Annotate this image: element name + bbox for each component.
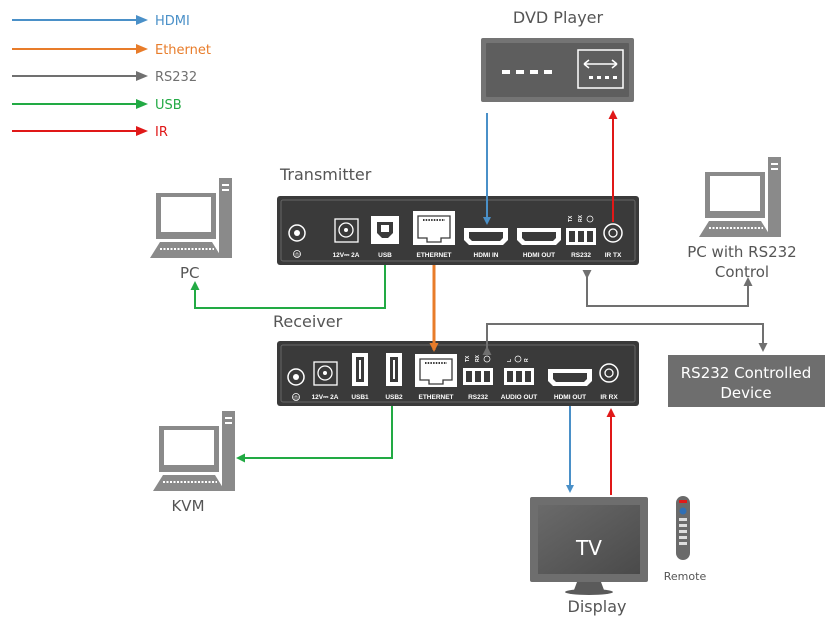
pc-rs232-label-line2: Control <box>715 263 769 281</box>
pc-tower-icon <box>219 178 232 258</box>
pc-tower-icon <box>222 411 235 491</box>
transmitter-panel <box>277 196 639 265</box>
rx-port-label-rs232: RS232 <box>468 394 488 401</box>
dvd-player: DVD Player <box>481 8 634 102</box>
legend-label-hdmi: HDMI <box>155 14 190 29</box>
display-label: Display <box>568 597 627 616</box>
rx-pin-label-r: R <box>524 358 530 362</box>
rx-pin-label-rx: RX <box>475 354 481 362</box>
tx-port-label-power: 12V⎓ 2A <box>333 252 360 259</box>
legend-arrow-icon <box>136 71 148 81</box>
rs232-device-box <box>668 355 825 407</box>
tx-port-label-ir-tx: IR TX <box>605 252 622 259</box>
ground-symbol-icon <box>586 215 594 223</box>
legend-label-ir: IR <box>155 125 168 140</box>
ground-symbol-icon <box>514 355 522 363</box>
tx-port-label-hdmi-in: HDMI IN <box>474 252 499 259</box>
legend-item-hdmi: HDMI <box>12 14 190 29</box>
remote-control-icon <box>676 496 690 560</box>
rx-pin-label-l: L <box>507 359 513 362</box>
usb-cable-tx-to-pc <box>190 265 386 309</box>
rx-pin-label-tx: TX <box>465 355 471 362</box>
pc-label: PC <box>180 264 200 282</box>
tv-screen <box>538 505 640 574</box>
pc-rs232-label-line1: PC with RS232 <box>687 243 796 261</box>
ground-symbol-icon <box>293 250 301 258</box>
pc-tower-icon <box>768 157 781 237</box>
remote: Remote <box>664 496 707 583</box>
ground-symbol-icon <box>483 355 491 363</box>
rx-port-label-ir-rx: IR RX <box>600 394 618 401</box>
power-jack-icon <box>313 361 338 386</box>
ir-tx-jack-icon <box>603 223 623 243</box>
remote-label: Remote <box>664 570 707 583</box>
tv-stand-icon <box>574 582 604 590</box>
tx-pin-label-rx: RX <box>578 214 584 222</box>
rx-port-label-power: 12V⎓ 2A <box>312 394 339 401</box>
ethernet-port-icon <box>413 211 455 245</box>
tx-port-label-ethernet: ETHERNET <box>416 252 451 259</box>
legend-item-usb: USB <box>12 98 182 113</box>
dvd-player-label: DVD Player <box>513 8 604 27</box>
rx-port-label-ethernet: ETHERNET <box>418 394 453 401</box>
rs232-cable-rx-to-device <box>482 323 768 355</box>
tv-display: TV Display <box>530 497 648 616</box>
legend-item-rs232: RS232 <box>12 70 197 85</box>
receiver-label: Receiver <box>273 312 343 331</box>
transmitter-label: Transmitter <box>279 165 372 184</box>
legend: HDMI Ethernet RS232 USB IR <box>12 14 211 140</box>
rx-port-label-usb2: USB2 <box>385 394 403 401</box>
ground-terminal-icon <box>288 224 306 242</box>
legend-label-rs232: RS232 <box>155 70 197 85</box>
transmitter: Transmitter 12V⎓ 2A USB ETHERNET HDMI IN… <box>277 165 639 265</box>
legend-arrow-icon <box>136 44 148 54</box>
tx-port-label-usb: USB <box>378 252 392 259</box>
legend-label-ethernet: Ethernet <box>155 43 211 58</box>
rs232-cable-tx-to-pc <box>582 270 753 307</box>
rx-port-label-hdmi-out: HDMI OUT <box>554 394 586 401</box>
legend-label-usb: USB <box>155 98 182 113</box>
legend-item-ethernet: Ethernet <box>12 43 211 58</box>
pc-rs232: PC with RS232 Control <box>687 157 797 281</box>
legend-arrow-icon <box>136 126 148 136</box>
legend-arrow-icon <box>136 99 148 109</box>
kvm: KVM <box>153 411 235 515</box>
pc: PC <box>150 178 232 282</box>
tx-port-label-rs232: RS232 <box>571 252 591 259</box>
power-jack-icon <box>334 218 359 243</box>
rx-port-label-audio-out: AUDIO OUT <box>501 394 538 401</box>
rs232-device-label-line1: RS232 Controlled <box>681 364 811 382</box>
kvm-label: KVM <box>171 497 204 515</box>
ir-rx-jack-icon <box>599 363 619 383</box>
tv-label: TV <box>575 536 602 560</box>
tx-pin-label-tx: TX <box>568 215 574 222</box>
usb-cable-rx-to-kvm <box>236 406 393 463</box>
tx-port-label-hdmi-out: HDMI OUT <box>523 252 555 259</box>
receiver: Receiver 12V⎓ 2A USB1 USB2 ETHERNET TX R… <box>273 312 639 406</box>
rx-port-label-usb1: USB1 <box>351 394 369 401</box>
legend-item-ir: IR <box>12 125 168 140</box>
dvd-tray-icon <box>577 49 624 89</box>
ground-symbol-icon <box>292 393 300 401</box>
legend-arrow-icon <box>136 15 148 25</box>
rs232-controlled-device: RS232 Controlled Device <box>668 355 825 407</box>
rs232-device-label-line2: Device <box>720 384 771 402</box>
ground-terminal-icon <box>287 368 305 386</box>
